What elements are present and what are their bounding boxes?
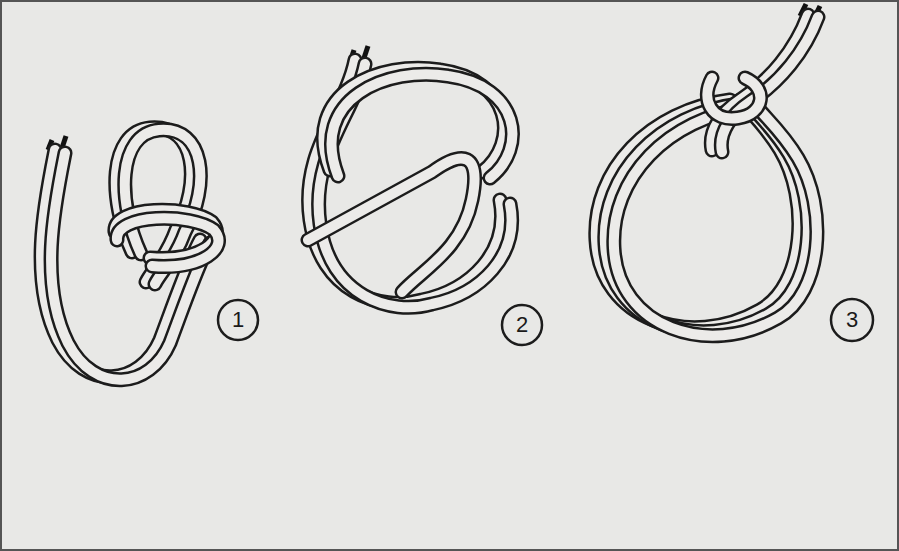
callout-number: 3 bbox=[846, 309, 858, 331]
callout-circles bbox=[218, 299, 873, 345]
knot-figure-3 bbox=[596, 15, 818, 336]
callout-number: 2 bbox=[516, 314, 528, 336]
knot-figure-2 bbox=[308, 60, 512, 307]
knot-figure-1 bbox=[41, 128, 218, 380]
callout-number: 1 bbox=[232, 309, 244, 331]
